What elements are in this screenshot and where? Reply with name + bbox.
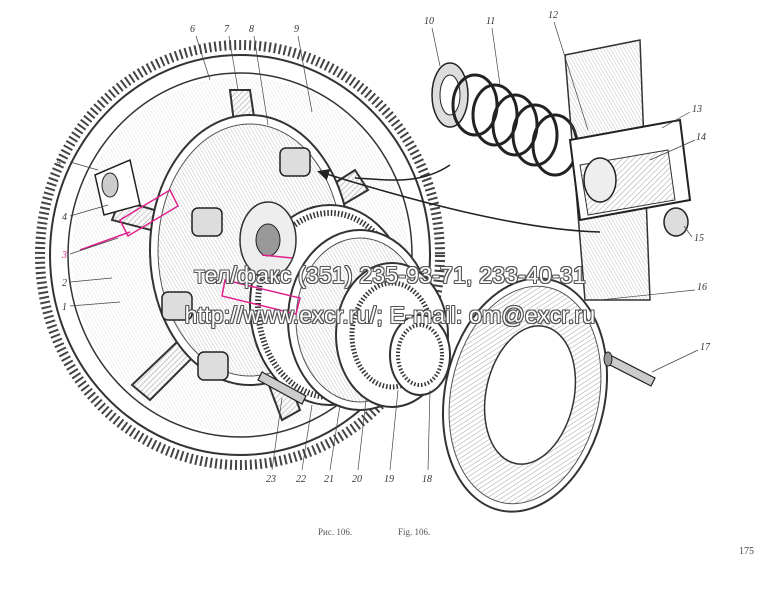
callout-23: 23 — [266, 474, 276, 485]
figure-caption-ru: Рис. 106. — [318, 527, 353, 537]
leader-lines — [69, 21, 699, 471]
callout-11: 11 — [486, 16, 495, 27]
clamp-part — [94, 158, 141, 216]
callout-10: 10 — [424, 16, 434, 27]
watermark-phone: тел/факс (351) 235-93-71, 233-40-31 — [194, 262, 586, 288]
callout-21: 21 — [324, 474, 334, 485]
callout-2: 2 — [62, 278, 67, 289]
housing-block — [564, 39, 692, 301]
callout-5: 5 — [56, 158, 61, 169]
callout-1: 1 — [62, 302, 67, 313]
callout-13: 13 — [692, 104, 702, 115]
clutch-disc-stack — [239, 201, 451, 411]
callout-22: 22 — [296, 474, 306, 485]
bolt — [603, 351, 656, 387]
spring-assembly — [431, 62, 579, 177]
assembly-arrows — [317, 164, 601, 233]
callout-4: 4 — [62, 212, 67, 223]
callout-3: 3 — [61, 250, 67, 261]
callout-17: 17 — [700, 342, 711, 353]
bolt-lower — [257, 371, 307, 405]
callout-19: 19 — [384, 474, 394, 485]
callout-9: 9 — [294, 24, 299, 35]
callout-12: 12 — [548, 10, 558, 21]
callout-6: 6 — [190, 24, 195, 35]
callout-7: 7 — [224, 24, 230, 35]
cover-plate — [441, 277, 609, 513]
page-number: 175 — [739, 546, 754, 557]
callout-labels: 1 2 3 4 5 6 7 8 9 10 11 12 13 14 15 16 1… — [56, 10, 711, 485]
callout-14: 14 — [696, 132, 706, 143]
callout-15: 15 — [694, 233, 704, 244]
highlighted-parts — [79, 188, 301, 315]
figure-caption-en: Fig. 106. — [398, 527, 431, 537]
callout-20: 20 — [352, 474, 362, 485]
callout-18: 18 — [422, 474, 432, 485]
callout-16: 16 — [697, 282, 707, 293]
callout-8: 8 — [249, 24, 254, 35]
watermark-url-email: http://www.excr.ru/; E-mail: om@excr.ru — [184, 302, 596, 328]
